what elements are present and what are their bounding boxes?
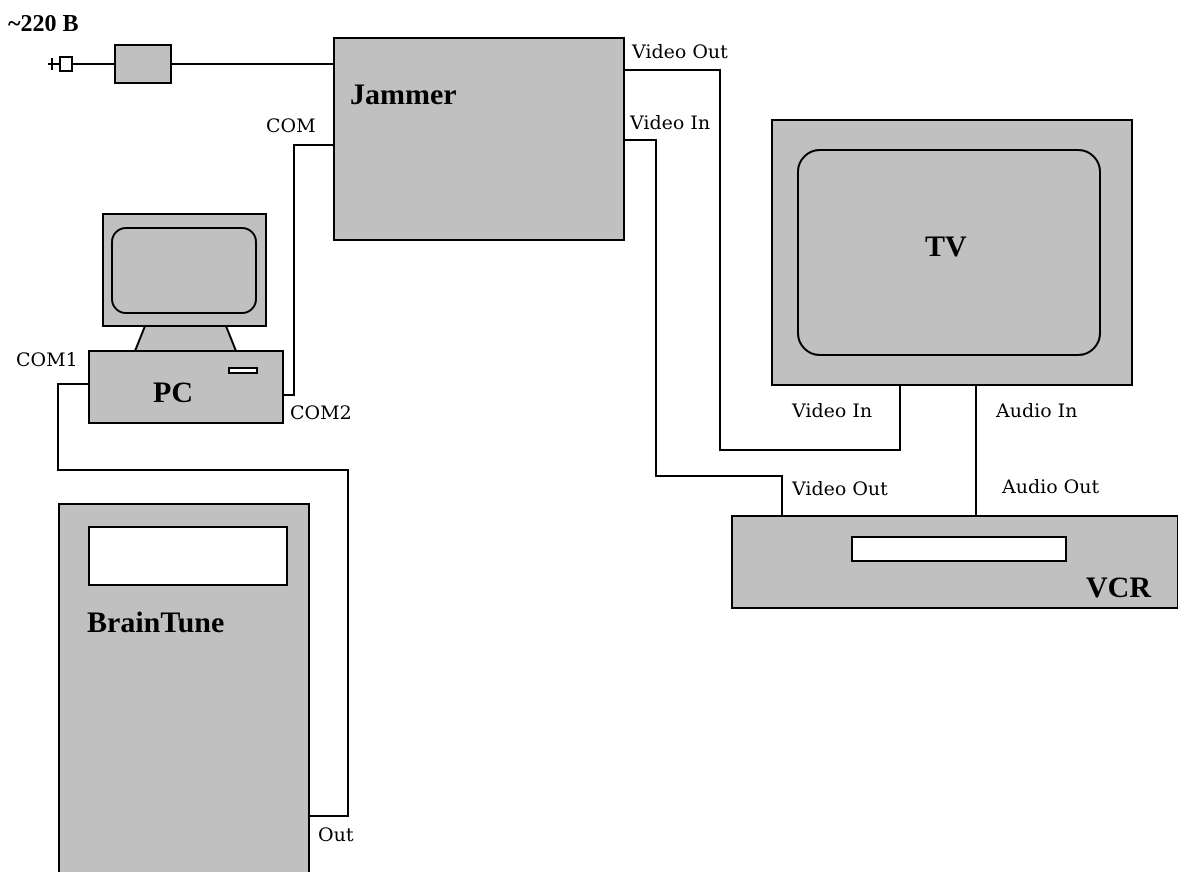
vcr-cassette-slot	[851, 536, 1067, 562]
tv-screen	[797, 149, 1101, 356]
pc-com1-label: COM1	[16, 349, 78, 371]
pc-drive-slot	[228, 367, 258, 374]
pc-monitor	[102, 213, 267, 352]
voltage-label: ~220 В	[8, 11, 79, 37]
braintune-out-label: Out	[318, 824, 354, 846]
tv-audio-in-label: Audio In	[995, 400, 1077, 422]
pc-com2-label: COM2	[290, 402, 352, 424]
power-adapter	[114, 44, 172, 84]
vcr-video-out-to-jammer-video-in-cable	[624, 139, 783, 516]
jammer-video-in-label: Video In	[629, 112, 710, 134]
jammer-box	[333, 37, 625, 241]
vcr-audio-out-label: Audio Out	[1001, 476, 1099, 498]
braintune-display	[88, 526, 288, 586]
power-plug-icon	[48, 56, 73, 72]
vcr-video-out-label: Video Out	[791, 478, 888, 500]
tv-label: TV	[925, 230, 967, 263]
jammer-com-label: COM	[266, 115, 316, 137]
pc-monitor-screen	[111, 227, 257, 314]
pc-case	[88, 350, 284, 424]
pc-com2-to-jammer-com-cable	[283, 144, 334, 396]
vcr-label: VCR	[1086, 571, 1151, 604]
tv-video-in-label: Video In	[791, 400, 872, 422]
jammer-video-out-label: Video Out	[631, 41, 728, 63]
pc-label: PC	[153, 376, 193, 409]
pc-com1-to-braintune-out-cable	[57, 383, 349, 817]
jammer-video-out-to-tv-video-in-cable	[624, 69, 901, 451]
jammer-label: Jammer	[350, 78, 457, 111]
pc-monitor-stand	[133, 325, 238, 352]
braintune-label: BrainTune	[87, 606, 224, 639]
